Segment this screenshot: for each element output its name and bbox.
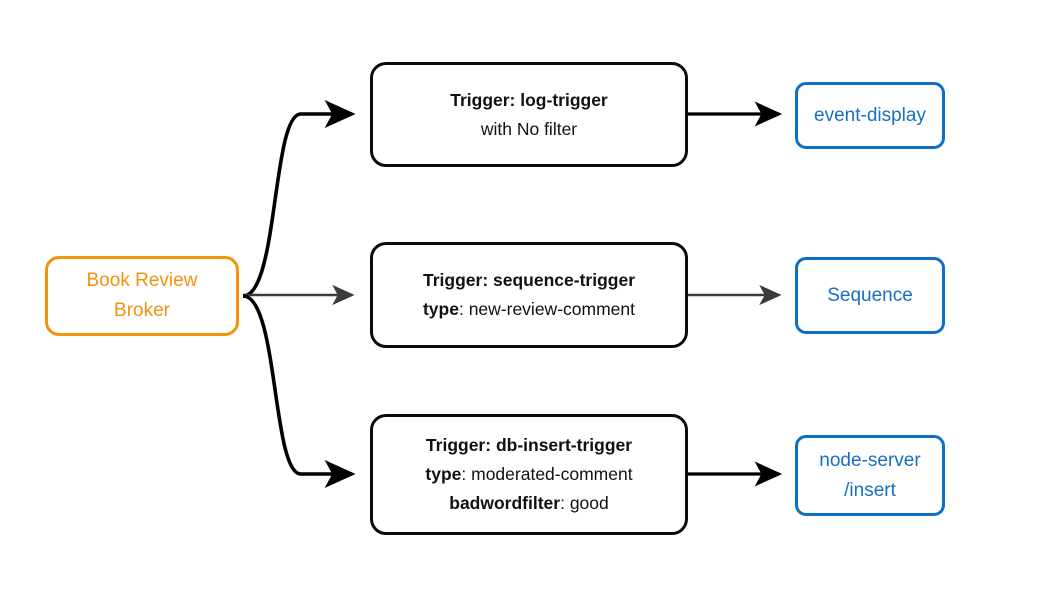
trigger-title: Trigger: log-trigger [450, 86, 608, 115]
trigger-detail-value: : moderated-comment [461, 464, 633, 484]
trigger-title-prefix: Trigger: [423, 270, 494, 290]
trigger-title: Trigger: db-insert-trigger [426, 431, 632, 460]
node-service-sequence[interactable]: Sequence [795, 257, 945, 334]
edge-broker-to-db-insert-trigger [242, 294, 356, 489]
broker-label-line2: Broker [114, 300, 170, 321]
trigger-detail-key: type [422, 299, 459, 319]
service-label-line1: event-display [814, 104, 926, 126]
node-service-event-display[interactable]: event-display [795, 82, 945, 149]
trigger-title-name: log-trigger [520, 89, 608, 110]
trigger-detail-value: with No filter [480, 118, 578, 139]
trigger-title: Trigger: sequence-trigger [423, 266, 635, 295]
trigger-detail-value: : new-review-comment [458, 299, 635, 319]
trigger-detail-key: type [425, 464, 462, 484]
trigger-extra-value: : good [560, 493, 609, 513]
trigger-detail: type: new-review-comment [423, 295, 635, 324]
trigger-detail: type: moderated-comment [425, 460, 632, 489]
trigger-title-name: sequence-trigger [493, 270, 635, 290]
broker-label-line1: Book Review [86, 270, 198, 291]
trigger-detail: with No filter [481, 115, 577, 144]
node-trigger-db-insert-trigger[interactable]: Trigger: db-insert-trigger type: moderat… [370, 414, 688, 535]
trigger-title-name: db-insert-trigger [495, 435, 633, 455]
edge-broker-to-log-trigger [242, 99, 356, 298]
trigger-extra: badwordfilter: good [449, 489, 609, 518]
node-book-review-broker[interactable]: Book Review Broker [45, 256, 239, 336]
node-service-node-server[interactable]: node-server /insert [795, 435, 945, 516]
service-label-line1: node-server [819, 449, 921, 471]
service-label-line2: /insert [844, 479, 896, 501]
service-label-line1: Sequence [827, 284, 913, 306]
trigger-title-prefix: Trigger: [425, 435, 496, 455]
trigger-extra-key: badwordfilter [449, 493, 561, 513]
node-trigger-sequence-trigger[interactable]: Trigger: sequence-trigger type: new-revi… [370, 242, 688, 348]
trigger-title-prefix: Trigger: [450, 89, 521, 110]
node-trigger-log-trigger[interactable]: Trigger: log-trigger with No filter [370, 62, 688, 167]
